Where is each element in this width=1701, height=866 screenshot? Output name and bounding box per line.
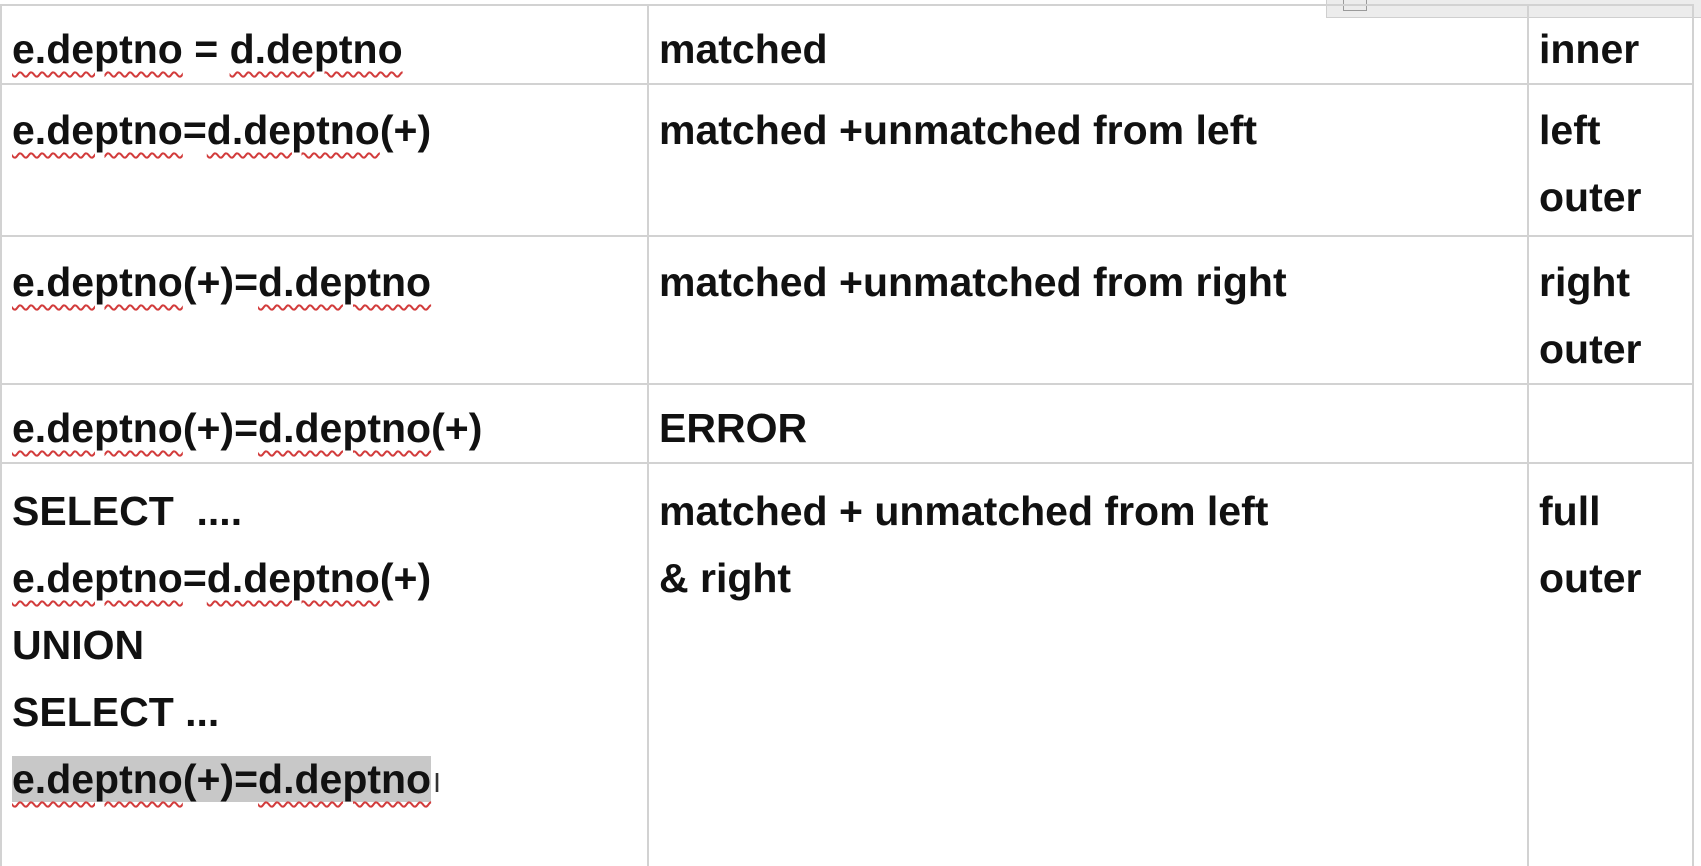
condition-token: d.deptno [258,756,432,802]
join-type-line: outer [1539,555,1642,601]
condition-token: e.deptno [12,107,183,153]
condition-line: e.deptno=d.deptno(+) [12,97,639,164]
condition-token: d.deptno [258,405,432,451]
condition-token: (+)= [182,756,259,802]
condition-token: d.deptno [206,107,380,153]
table-row: SELECT .... e.deptno=d.deptno(+) UNION S… [0,462,1694,866]
condition-line: e.deptno(+)=d.deptno [12,249,639,316]
description-cell: matched +unmatched from right [647,235,1529,385]
condition-token: (+)= [182,405,259,451]
condition-line: SELECT ... [12,689,220,735]
condition-token: (+) [431,405,483,451]
condition-line: e.deptno = d.deptno [12,16,639,83]
condition-line[interactable]: e.deptno(+)=d.deptnoI [12,746,639,816]
condition-token: (+) [379,555,432,601]
description-cell: ERROR [647,383,1529,464]
condition-token: (+) [379,107,432,153]
condition-line: e.deptno=d.deptno(+) [12,545,639,612]
join-type-line: right [1539,259,1631,305]
condition-cell: SELECT .... e.deptno=d.deptno(+) UNION S… [0,462,649,866]
condition-line: SELECT .... [12,488,243,534]
condition-token: e.deptno [12,26,183,72]
description-cell: matched + unmatched from left & right [647,462,1529,866]
join-type-line: outer [1539,174,1642,220]
table-row: e.deptno=d.deptno(+) matched +unmatched … [0,83,1694,237]
description-line: ERROR [659,405,808,451]
description-line: matched + unmatched from left [659,488,1269,534]
join-types-table: e.deptno = d.deptno matched inner e.dept… [0,4,1694,866]
table-row: e.deptno(+)=d.deptno(+) ERROR [0,383,1694,464]
condition-token: e.deptno [12,259,183,305]
condition-token: e.deptno [12,756,183,802]
condition-cell: e.deptno=d.deptno(+) [0,83,649,237]
condition-cell: e.deptno = d.deptno [0,4,649,85]
join-type-cell: right outer [1527,235,1694,385]
join-type-cell: full outer [1527,462,1694,866]
condition-line: UNION [12,622,145,668]
table-row: e.deptno = d.deptno matched inner [0,4,1694,85]
description-cell: matched +unmatched from left [647,83,1529,237]
description-cell: matched [647,4,1529,85]
condition-token: e.deptno [12,405,183,451]
condition-token: = [182,107,207,153]
condition-cell: e.deptno(+)=d.deptno(+) [0,383,649,464]
condition-line: e.deptno(+)=d.deptno(+) [12,395,639,462]
condition-token: d.deptno [229,26,403,72]
description-line: & right [659,555,792,601]
condition-token: = [182,26,230,72]
join-type-line: inner [1539,26,1640,72]
selected-text[interactable]: e.deptno(+)=d.deptno [12,756,432,802]
condition-token: (+)= [182,259,259,305]
description-line: matched +unmatched from right [659,259,1287,305]
condition-token: d.deptno [258,259,432,305]
condition-token: d.deptno [206,555,380,601]
join-type-cell [1527,383,1694,464]
condition-token: e.deptno [12,555,183,601]
join-type-cell: inner [1527,4,1694,85]
description-line: matched [659,26,828,72]
join-type-line: outer [1539,326,1642,372]
condition-cell: e.deptno(+)=d.deptno [0,235,649,385]
join-type-cell: left outer [1527,83,1694,237]
join-type-line: full [1539,488,1601,534]
join-type-line: left [1539,107,1601,153]
condition-token: = [182,555,207,601]
table-row: e.deptno(+)=d.deptno matched +unmatched … [0,235,1694,385]
description-line: matched +unmatched from left [659,107,1258,153]
text-cursor-icon: I [433,766,441,798]
